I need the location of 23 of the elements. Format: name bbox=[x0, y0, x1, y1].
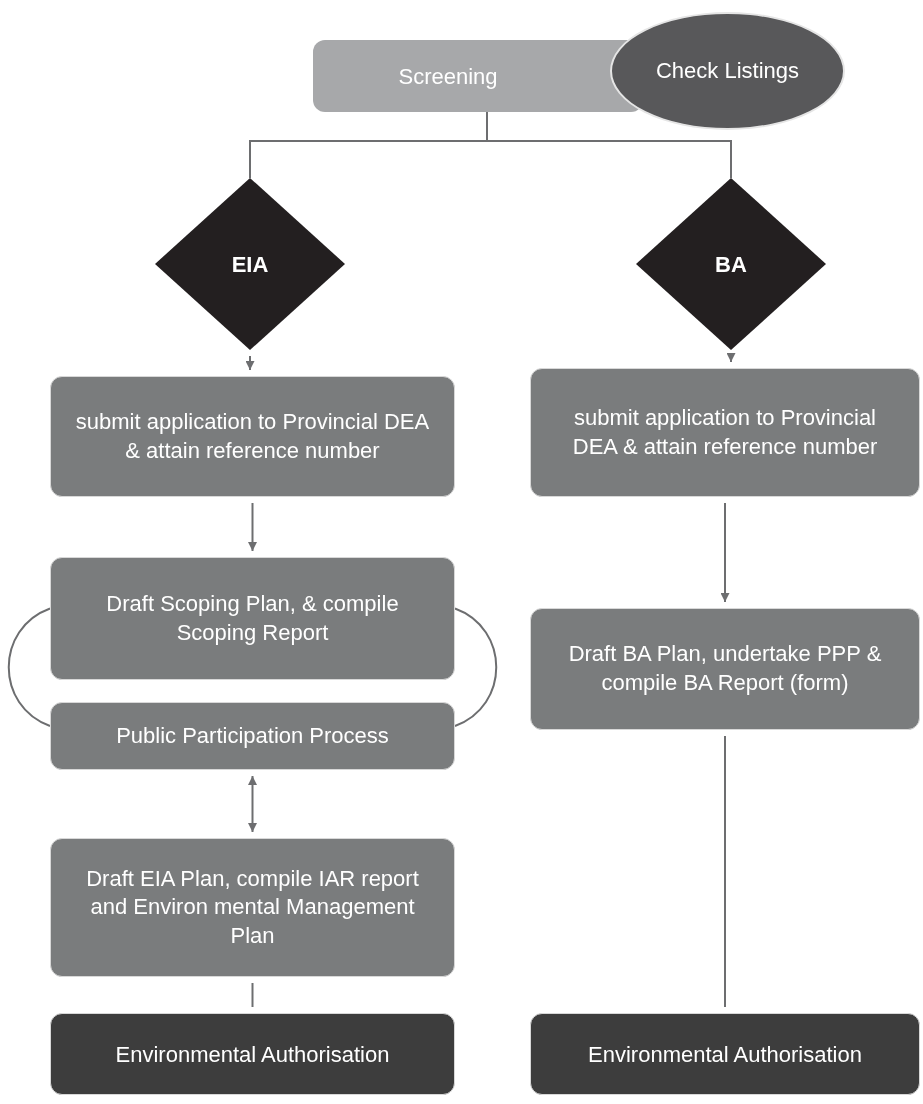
process-box: Draft EIA Plan, compile IAR report and Environ mental Management Plan bbox=[50, 838, 455, 977]
decision-label: EIA bbox=[231, 250, 269, 279]
terminal-box: Environmental Authorisation bbox=[530, 1013, 920, 1095]
connector-line bbox=[7, 607, 51, 727]
terminal-box: Environmental Authorisation bbox=[50, 1013, 455, 1095]
process-box: Draft Scoping Plan, & compile Scoping Report bbox=[50, 557, 455, 680]
decision-diamond bbox=[636, 178, 826, 350]
arrow bbox=[245, 355, 255, 371]
process-ellipse: Check Listings bbox=[610, 12, 845, 130]
arrow bbox=[726, 353, 736, 363]
process-box: Public Participation Process bbox=[50, 702, 455, 770]
connector-line bbox=[486, 111, 732, 179]
connector-line bbox=[724, 735, 726, 1008]
process-box: submit application to Provincial DEA & attain reference number bbox=[530, 368, 920, 497]
process-box: submit application to Provincial DEA & attain reference number bbox=[50, 376, 455, 497]
connector-line bbox=[251, 982, 254, 1008]
connector-line bbox=[454, 607, 498, 727]
decision-label: BA bbox=[715, 250, 747, 279]
arrow bbox=[720, 502, 730, 603]
process-box: Draft BA Plan, undertake PPP & compile BA Report (form) bbox=[530, 608, 920, 730]
decision-diamond bbox=[155, 178, 345, 350]
arrow bbox=[248, 775, 257, 833]
arrow bbox=[248, 502, 257, 552]
